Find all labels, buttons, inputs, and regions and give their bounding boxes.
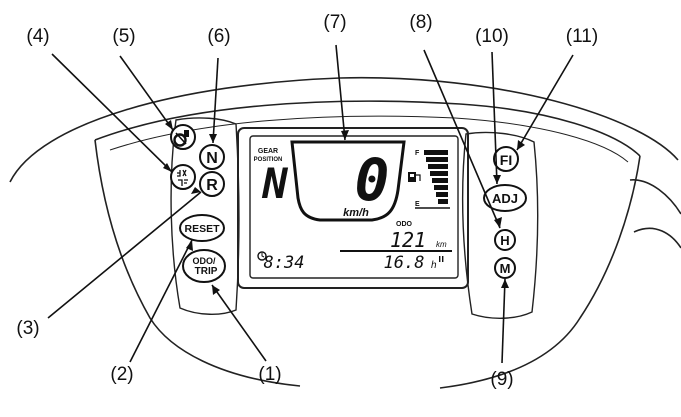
callout-6: (6): [207, 26, 230, 47]
leader-line: [516, 54, 574, 151]
fi-warning-indicator: FI: [493, 146, 519, 172]
callout-4: (4): [26, 26, 49, 47]
lcd-screen: [249, 135, 459, 279]
leader-lines: [47, 44, 574, 364]
arrowhead: [517, 140, 525, 150]
housing-inner-top: [94, 100, 641, 157]
adjust-button[interactable]: ADJ: [483, 184, 527, 212]
housing: [9, 76, 681, 389]
leader-line: [335, 44, 346, 141]
hours-value: 16.8: [384, 253, 425, 273]
leader-line: [129, 239, 193, 363]
leader-line: [51, 53, 173, 173]
adjust-button-label: ADJ: [492, 191, 518, 206]
oil-warning-indicator: [170, 124, 196, 150]
clock-value: 8:34: [264, 253, 305, 273]
gear-position-label-top: GEAR: [258, 148, 278, 155]
housing-outer: [9, 76, 679, 183]
odo-trip-label-top: ODO/: [192, 256, 216, 266]
hour-button[interactable]: H: [494, 229, 516, 251]
fuel-segment: [432, 178, 448, 183]
callout-10: (10): [475, 26, 509, 47]
callout-3: (3): [16, 318, 39, 339]
callout-2: (2): [110, 364, 133, 385]
fuel-segment: [426, 157, 448, 162]
fuel-segment: [436, 192, 448, 197]
fuel-segment: [434, 185, 448, 190]
arrowhead: [163, 163, 172, 172]
odo-label: ODO: [396, 221, 413, 228]
fuel-empty-label: E: [415, 201, 420, 208]
leader-line: [212, 57, 219, 144]
reverse-indicator: R: [199, 171, 225, 197]
arrowhead: [494, 217, 502, 228]
leader-line: [47, 191, 202, 319]
callout-7: (7): [323, 12, 346, 33]
arrowhead: [212, 285, 220, 295]
fuel-segment: [428, 164, 448, 169]
neutral-label: N: [206, 150, 218, 167]
handle-curve: [629, 179, 681, 215]
arrowhead: [501, 279, 509, 288]
oil-can-icon: [173, 130, 189, 147]
fuel-segment: [424, 150, 448, 155]
callout-8: (8): [409, 12, 432, 33]
callout-9: (9): [490, 369, 513, 390]
callout-5: (5): [112, 26, 135, 47]
leader-line: [211, 284, 267, 362]
hour-button-label: H: [500, 233, 509, 248]
arrowhead: [341, 130, 349, 140]
fuel-segment: [430, 171, 448, 176]
fi-label: FI: [500, 152, 512, 168]
leader-line: [501, 278, 506, 364]
arrowhead: [186, 240, 193, 251]
housing-left-side: [94, 139, 301, 387]
hours-marker-icon: [439, 256, 444, 262]
clock-icon: [257, 251, 267, 261]
odo-unit: km: [436, 240, 447, 249]
arrowhead: [165, 120, 173, 130]
arrowhead: [209, 134, 217, 143]
reset-button-label: RESET: [184, 223, 220, 235]
display-divider: [340, 250, 452, 252]
left-button-pad: [170, 117, 240, 315]
leader-line: [491, 51, 498, 185]
handle-curve-2: [633, 227, 681, 249]
reset-button[interactable]: RESET: [179, 214, 225, 242]
reverse-label: R: [206, 177, 218, 194]
fuel-gauge: F E: [408, 150, 450, 209]
speed-value: 0: [355, 146, 390, 214]
right-button-pad: [461, 131, 539, 319]
odo-trip-label-bottom: TRIP: [195, 266, 218, 277]
lcd-bezel: [237, 127, 469, 289]
drive-mode-indicator: [170, 164, 196, 190]
leader-line: [423, 49, 501, 229]
speed-unit: km/h: [343, 207, 369, 219]
drive-mode-icon: [177, 169, 188, 186]
housing-right-side: [439, 155, 641, 389]
fuel-full-label: F: [415, 150, 420, 157]
arrowhead: [191, 187, 201, 194]
neutral-indicator: N: [199, 144, 225, 170]
speed-window: [290, 140, 406, 222]
odo-trip-button[interactable]: ODO/ TRIP: [182, 249, 226, 283]
callout-11: (11): [566, 26, 598, 47]
gear-position-label-bottom: POSITION: [254, 157, 283, 163]
gear-indicator: N: [261, 159, 288, 208]
fuel-pump-icon: [408, 172, 421, 182]
arrowhead: [493, 175, 501, 184]
minute-button-label: M: [500, 261, 511, 276]
leader-line: [119, 55, 174, 131]
odo-value: 121: [390, 228, 426, 252]
callout-1: (1): [258, 364, 281, 385]
minute-button[interactable]: M: [494, 257, 516, 279]
fuel-segment: [438, 199, 448, 204]
hours-unit: h: [431, 260, 437, 271]
arrowheads: [163, 120, 525, 295]
